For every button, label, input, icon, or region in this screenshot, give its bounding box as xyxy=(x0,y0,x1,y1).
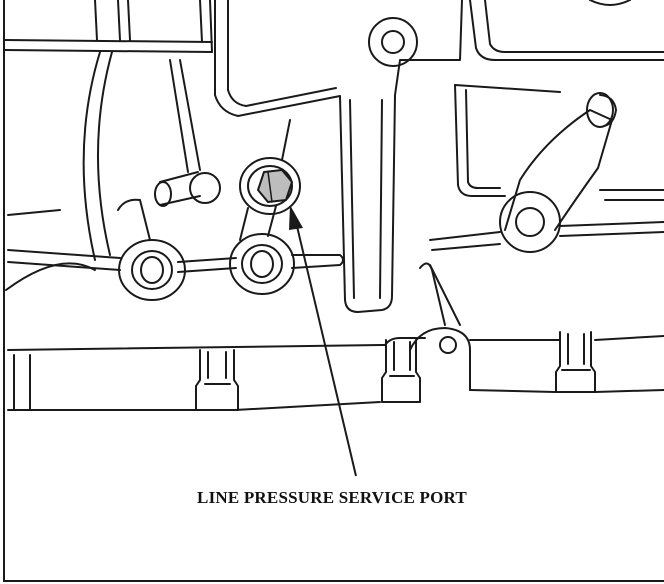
detent-lever xyxy=(409,262,471,354)
service-port-plug xyxy=(257,169,293,203)
upper-bracket xyxy=(214,0,463,313)
rail-bosses xyxy=(195,331,596,411)
callout-leader xyxy=(289,205,357,477)
upper-rail xyxy=(4,0,213,53)
lower-linkage xyxy=(7,198,344,301)
manual-lever xyxy=(429,92,664,253)
callout-label: LINE PRESSURE SERVICE PORT xyxy=(197,488,467,507)
valve-body-rail xyxy=(7,335,664,411)
linkage-pin xyxy=(154,59,221,207)
service-port-fitting xyxy=(239,119,301,215)
right-housing xyxy=(454,0,664,201)
bolt-boss xyxy=(368,17,418,67)
figure-frame xyxy=(3,0,664,582)
